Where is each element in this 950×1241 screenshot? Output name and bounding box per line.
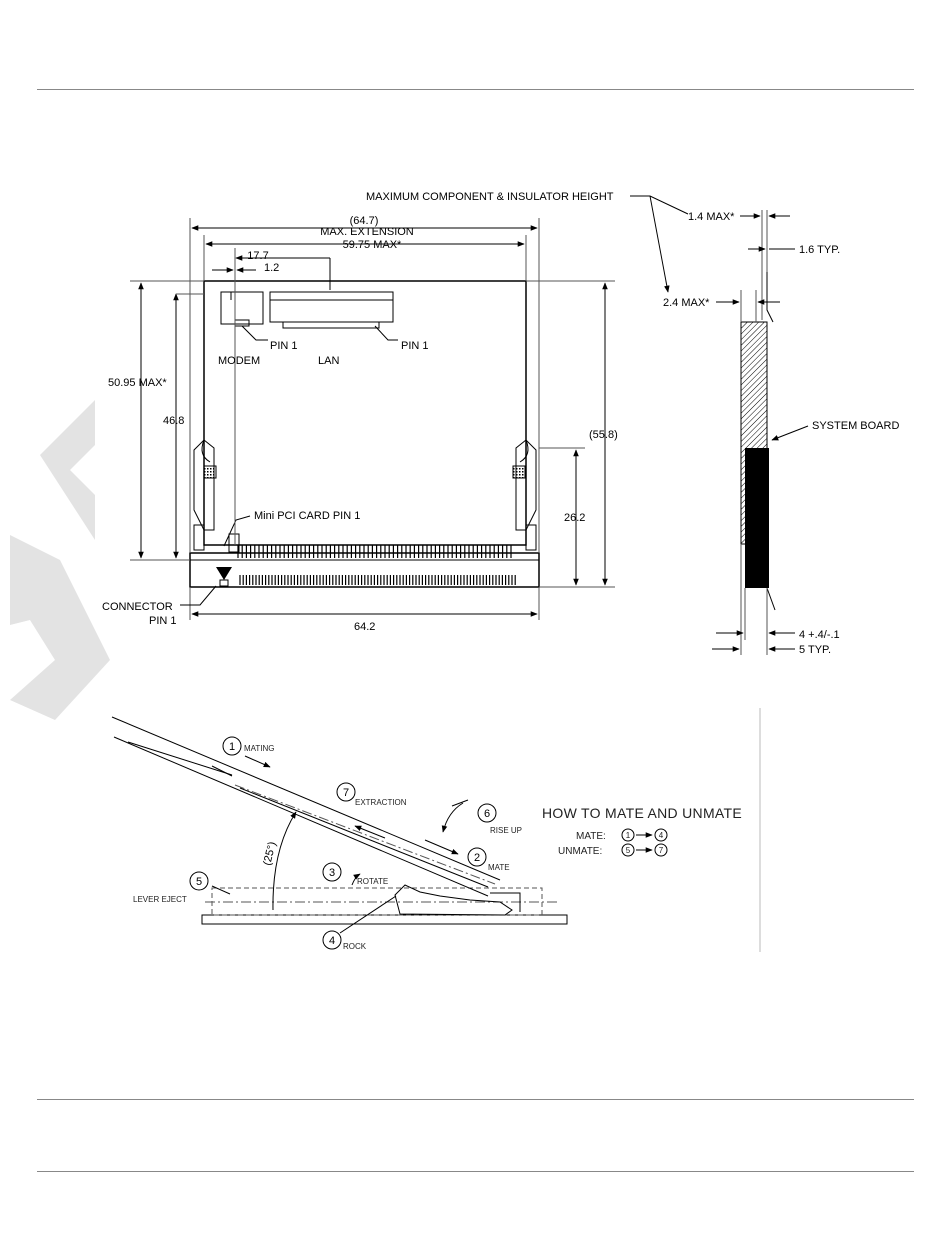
label-rock: ROCK [343, 942, 367, 951]
step-7-circle [336, 782, 356, 802]
how-to-title: HOW TO MATE AND UNMATE [542, 805, 742, 821]
modem-connector [220, 291, 264, 325]
step-7: 7 [343, 787, 349, 799]
step-5-circle [189, 871, 209, 891]
dim-ext-paren: (64.7) [350, 215, 379, 227]
step-3-circle [322, 862, 342, 882]
dim-177: 17.7 [247, 250, 268, 262]
label-connector: CONNECTOR [102, 601, 173, 613]
step-4-circle [322, 930, 342, 950]
dim-12: 1.2 [264, 262, 279, 274]
step-3: 3 [329, 867, 335, 879]
dim-468: 46.8 [163, 415, 184, 427]
dim-5: 5 TYP. [799, 644, 831, 656]
dim-14: 1.4 MAX* [688, 211, 735, 223]
label-lan: LAN [318, 355, 339, 367]
dim-max-extension: MAX. EXTENSION [320, 226, 414, 238]
dim-642: 64.2 [354, 621, 375, 633]
step-4: 4 [329, 935, 335, 947]
label-extraction: EXTRACTION [355, 798, 407, 807]
label-system-board: SYSTEM BOARD [812, 420, 899, 432]
step-6-circle [477, 803, 497, 823]
mate-label: MATE: [576, 831, 606, 842]
dim-24: 2.4 MAX* [663, 297, 710, 309]
step-1-circle [222, 736, 242, 756]
label-connector-pin1: PIN 1 [149, 615, 177, 627]
draft-watermark [10, 400, 110, 720]
step-1: 1 [229, 741, 235, 753]
mating-view: 1 MATING 7 EXTRACTION 6 RISE UP 2 MATE 3… [111, 708, 761, 952]
side-system-board [745, 448, 769, 588]
step-6: 6 [484, 808, 490, 820]
mating-board [201, 914, 568, 925]
dim-5095: 50.95 MAX* [108, 377, 167, 389]
unmate-from: 5 [626, 846, 631, 855]
card-outline [203, 280, 527, 546]
unmate-label: UNMATE: [558, 846, 602, 857]
label-mating: MATING [244, 744, 275, 753]
label-rise-up: RISE UP [490, 826, 522, 835]
contact-fingers: (function(){ var g=document.currentScrip… [237, 545, 516, 585]
label-pin1-lan: PIN 1 [401, 340, 429, 352]
top-view: (function(){ var g=document.currentScrip… [102, 215, 618, 633]
dim-16: 1.6 TYP. [799, 244, 840, 256]
label-mate: MATE [488, 863, 510, 872]
step-2-circle [467, 847, 487, 867]
step-5: 5 [196, 876, 202, 888]
lan-connector [269, 291, 394, 323]
footer-rule-top [37, 1099, 914, 1100]
step-2: 2 [474, 852, 480, 864]
label-max-comp-height: MAXIMUM COMPONENT & INSULATOR HEIGHT [366, 191, 614, 203]
dim-262: 26.2 [564, 512, 585, 524]
tilted-card [111, 716, 501, 897]
label-modem: MODEM [218, 355, 260, 367]
label-lever-eject: LEVER EJECT [133, 895, 187, 904]
mate-from: 1 [626, 831, 631, 840]
dim-558: (55.8) [589, 429, 618, 441]
side-view: MAXIMUM COMPONENT & INSULATOR HEIGHT 1.4… [366, 191, 899, 656]
label-angle: (25°) [261, 841, 278, 867]
label-minipci-pin1: Mini PCI CARD PIN 1 [254, 510, 360, 522]
dim-4: 4 +.4/-.1 [799, 629, 840, 641]
mate-to: 4 [659, 831, 664, 840]
label-rotate: ROTATE [357, 877, 388, 886]
right-latch [512, 439, 537, 551]
left-latch [193, 439, 217, 551]
footer-rule-bottom [37, 1171, 914, 1172]
label-pin1-modem: PIN 1 [270, 340, 298, 352]
unmate-to: 7 [659, 846, 664, 855]
header-rule [37, 89, 914, 90]
connector-pin1-marker [216, 567, 232, 580]
dim-5975: 59.75 MAX* [343, 239, 402, 251]
